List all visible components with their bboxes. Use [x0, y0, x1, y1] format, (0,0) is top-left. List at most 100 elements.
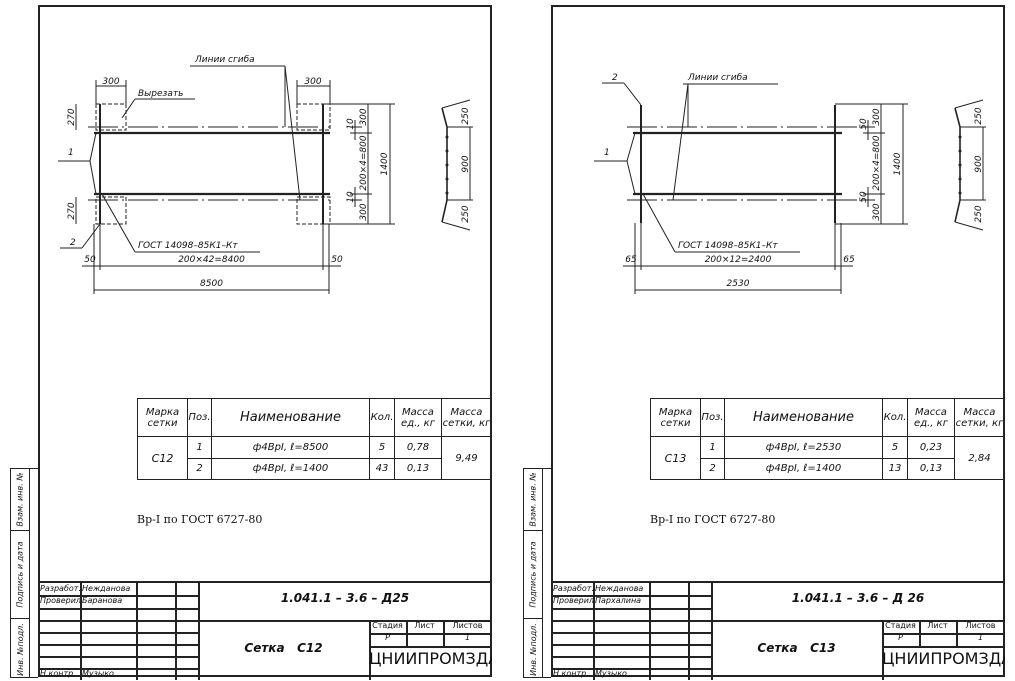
replace-inv-label: Взам. инв. № [528, 472, 538, 527]
name-cell: ф4ВрI, ℓ=1400 [724, 457, 883, 480]
dimension-label: 10 [346, 118, 356, 130]
sheets-value: 1 [464, 633, 471, 642]
organization-name: ЦНИИПРОМЗДАНИЙ [882, 649, 1005, 668]
dimension-label: 8500 [200, 279, 223, 289]
table-header: Наименование [211, 398, 370, 437]
document-code: 1.041.1 – 3.6 – Д 26 [791, 591, 925, 605]
dimension-label: 250 [974, 205, 984, 222]
dimension-label: 50 [331, 255, 343, 265]
pos-cell: 1 [187, 436, 212, 459]
sheet-label: Лист [414, 621, 435, 630]
drawing-title: Сетка С12 [244, 641, 323, 655]
dimension-label: 1400 [893, 152, 903, 175]
checked-label: Проверил [40, 596, 80, 605]
stage-value: Р [385, 633, 390, 642]
sheets-label: Листов [965, 621, 996, 630]
table-header: Поз. [187, 398, 212, 437]
dimension-label: 200×12=2400 [705, 255, 772, 265]
gost-weld-label: ГОСТ 14098–85К1–Кт [138, 241, 238, 251]
dimension-label: 200×42=8400 [178, 255, 245, 265]
norm-control-name: Музыко [82, 669, 114, 678]
dimension-label: 50 [859, 191, 869, 203]
unit-mass-cell: 0,13 [394, 457, 442, 480]
bend-lines-label: Линии сгиба [194, 55, 255, 65]
dimension-label: 300 [359, 203, 369, 220]
drawing-sheet: Взам. инв. № Подпись и дата Инв. №подл. … [10, 0, 495, 681]
inv-number-label: Инв. №подл. [15, 622, 25, 676]
dimension-label: 200×4=800 [872, 135, 882, 190]
checked-name: Баранова [82, 596, 123, 605]
sheets-label: Листов [452, 621, 483, 630]
name-cell: ф4ВрI, ℓ=1400 [211, 457, 370, 480]
position-2-label: 2 [612, 73, 618, 83]
dimension-label: 250 [461, 205, 471, 222]
dimension-label: 300 [359, 108, 369, 125]
organization-name: ЦНИИПРОМЗДАНИЙ [369, 649, 492, 668]
replace-inv-label: Взам. инв. № [15, 472, 25, 527]
dimension-label: 900 [461, 155, 471, 172]
table-header: Наименование [724, 398, 883, 437]
table-header: Масса сетки, кг [441, 398, 492, 437]
steel-note: Вр-I по ГОСТ 6727-80 [137, 513, 263, 526]
developed-label: Разработ. [553, 584, 593, 593]
table-header: Кол. [369, 398, 395, 437]
total-mass-cell: 9,49 [441, 436, 492, 480]
pos-cell: 1 [700, 436, 725, 459]
dimension-label: 2530 [727, 279, 750, 289]
dimension-label: 300 [304, 77, 321, 87]
pos-cell: 2 [187, 457, 212, 480]
position-2-label: 2 [70, 238, 76, 248]
table-header: Кол. [882, 398, 908, 437]
stage-value: Р [898, 633, 903, 642]
dimension-label: 300 [872, 108, 882, 125]
side-stamp-strip: Взам. инв. № Подпись и дата Инв. №подл. [10, 468, 38, 678]
qty-cell: 5 [369, 436, 395, 459]
mark-cell: С13 [650, 436, 701, 480]
developed-label: Разработ. [40, 584, 80, 593]
dimension-label: 50 [859, 118, 869, 130]
qty-cell: 5 [882, 436, 908, 459]
sheet-frame [38, 5, 492, 677]
dimension-label: 250 [974, 107, 984, 124]
table-header: Масса ед., кг [394, 398, 442, 437]
dimension-label: 300 [872, 203, 882, 220]
developed-name: Нежданова [82, 584, 131, 593]
dimension-label: 900 [974, 155, 984, 172]
table-header: Масса сетки, кг [954, 398, 1005, 437]
inv-number-label: Инв. №подл. [528, 622, 538, 676]
dimension-label: 1400 [380, 152, 390, 175]
name-cell: ф4ВрI, ℓ=8500 [211, 436, 370, 459]
steel-note: Вр-I по ГОСТ 6727-80 [650, 513, 776, 526]
sheet-frame [551, 5, 1005, 677]
sheet-label: Лист [927, 621, 948, 630]
stage-label: Стадия [372, 621, 403, 630]
table-header: Поз. [700, 398, 725, 437]
norm-control-name: Музыко [595, 669, 627, 678]
mark-cell: С12 [137, 436, 188, 480]
unit-mass-cell: 0,23 [907, 436, 955, 459]
dimension-label: 250 [461, 107, 471, 124]
bend-lines-label: Линии сгиба [687, 73, 748, 83]
sheets-value: 1 [977, 633, 984, 642]
side-stamp-strip: Взам. инв. № Подпись и дата Инв. №подл. [523, 468, 551, 678]
dimension-label: 50 [84, 255, 96, 265]
pos-cell: 2 [700, 457, 725, 480]
stage-label: Стадия [885, 621, 916, 630]
qty-cell: 43 [369, 457, 395, 480]
dimension-label: 270 [67, 202, 77, 219]
checked-name: Пархалина [595, 596, 642, 605]
cut-out-label: Вырезать [138, 89, 183, 99]
qty-cell: 13 [882, 457, 908, 480]
norm-control-label: Н.контр. [553, 669, 589, 678]
sign-date-label: Подпись и дата [15, 541, 25, 608]
dimension-label: 270 [67, 108, 77, 125]
checked-label: Проверил [553, 596, 593, 605]
unit-mass-cell: 0,13 [907, 457, 955, 480]
unit-mass-cell: 0,78 [394, 436, 442, 459]
drawing-sheet: Взам. инв. № Подпись и дата Инв. №подл. … [523, 0, 1008, 681]
developed-name: Нежданова [595, 584, 644, 593]
